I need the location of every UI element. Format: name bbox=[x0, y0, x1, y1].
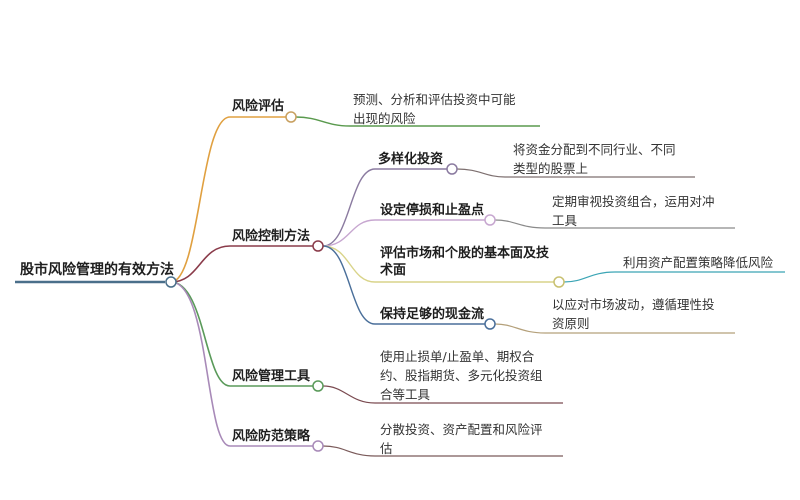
root-collapse-toggle bbox=[165, 276, 177, 288]
branch-risk-prevention[interactable]: 风险防范策略 bbox=[232, 429, 311, 444]
leaf-line: 定期审视投资组合，运用对冲 bbox=[552, 194, 715, 209]
leaf-risk-assessment[interactable]: 预测、分析和评估投资中可能 出现的风险 bbox=[353, 90, 516, 128]
leaf-line: 将资金分配到不同行业、不同 bbox=[513, 142, 676, 157]
subtopic-line: 评估市场和个股的基本面及技 bbox=[380, 246, 550, 261]
leaf-asset-allocation[interactable]: 利用资产配置策略降低风险 bbox=[623, 253, 773, 272]
subtopic-line: 术面 bbox=[380, 263, 407, 278]
leaf-line: 使用止损单/止盈单、期权合 bbox=[380, 349, 535, 364]
leaf-line: 工具 bbox=[552, 213, 578, 228]
leaf-line: 估 bbox=[380, 441, 393, 456]
leaf-line: 预测、分析和评估投资中可能 bbox=[353, 92, 516, 107]
subtopic-cash-flow[interactable]: 保持足够的现金流 bbox=[380, 307, 485, 322]
subtopic-stop-loss[interactable]: 设定停损和止盈点 bbox=[380, 203, 485, 218]
leaf-line: 资原则 bbox=[552, 316, 590, 331]
leaf-line: 以应对市场波动，遵循理性投 bbox=[552, 297, 715, 312]
root-topic[interactable]: 股市风险管理的有效方法 bbox=[20, 262, 174, 278]
leaf-risk-tools[interactable]: 使用止损单/止盈单、期权合 约、股指期货、多元化投资组 合等工具 bbox=[380, 347, 543, 404]
subtopic-fundamental-technical[interactable]: 评估市场和个股的基本面及技 术面 bbox=[380, 245, 549, 279]
leaf-line: 分散投资、资产配置和风险评 bbox=[380, 422, 543, 437]
subtopic-diversification[interactable]: 多样化投资 bbox=[378, 152, 444, 167]
leaf-line: 约、股指期货、多元化投资组 bbox=[380, 368, 543, 383]
leaf-cash-flow[interactable]: 以应对市场波动，遵循理性投 资原则 bbox=[552, 295, 715, 333]
leaf-line: 利用资产配置策略降低风险 bbox=[623, 255, 774, 270]
leaf-line: 类型的股票上 bbox=[513, 161, 589, 176]
leaf-risk-prevention[interactable]: 分散投资、资产配置和风险评 估 bbox=[380, 420, 543, 458]
leaf-line: 出现的风险 bbox=[353, 111, 416, 126]
leaf-stop-loss[interactable]: 定期审视投资组合，运用对冲 工具 bbox=[552, 192, 715, 230]
branch-risk-assessment[interactable]: 风险评估 bbox=[232, 99, 285, 114]
leaf-line: 合等工具 bbox=[380, 387, 431, 402]
leaf-diversification[interactable]: 将资金分配到不同行业、不同 类型的股票上 bbox=[513, 140, 676, 178]
branch-risk-tools[interactable]: 风险管理工具 bbox=[232, 369, 311, 384]
branch-risk-control[interactable]: 风险控制方法 bbox=[232, 229, 311, 244]
